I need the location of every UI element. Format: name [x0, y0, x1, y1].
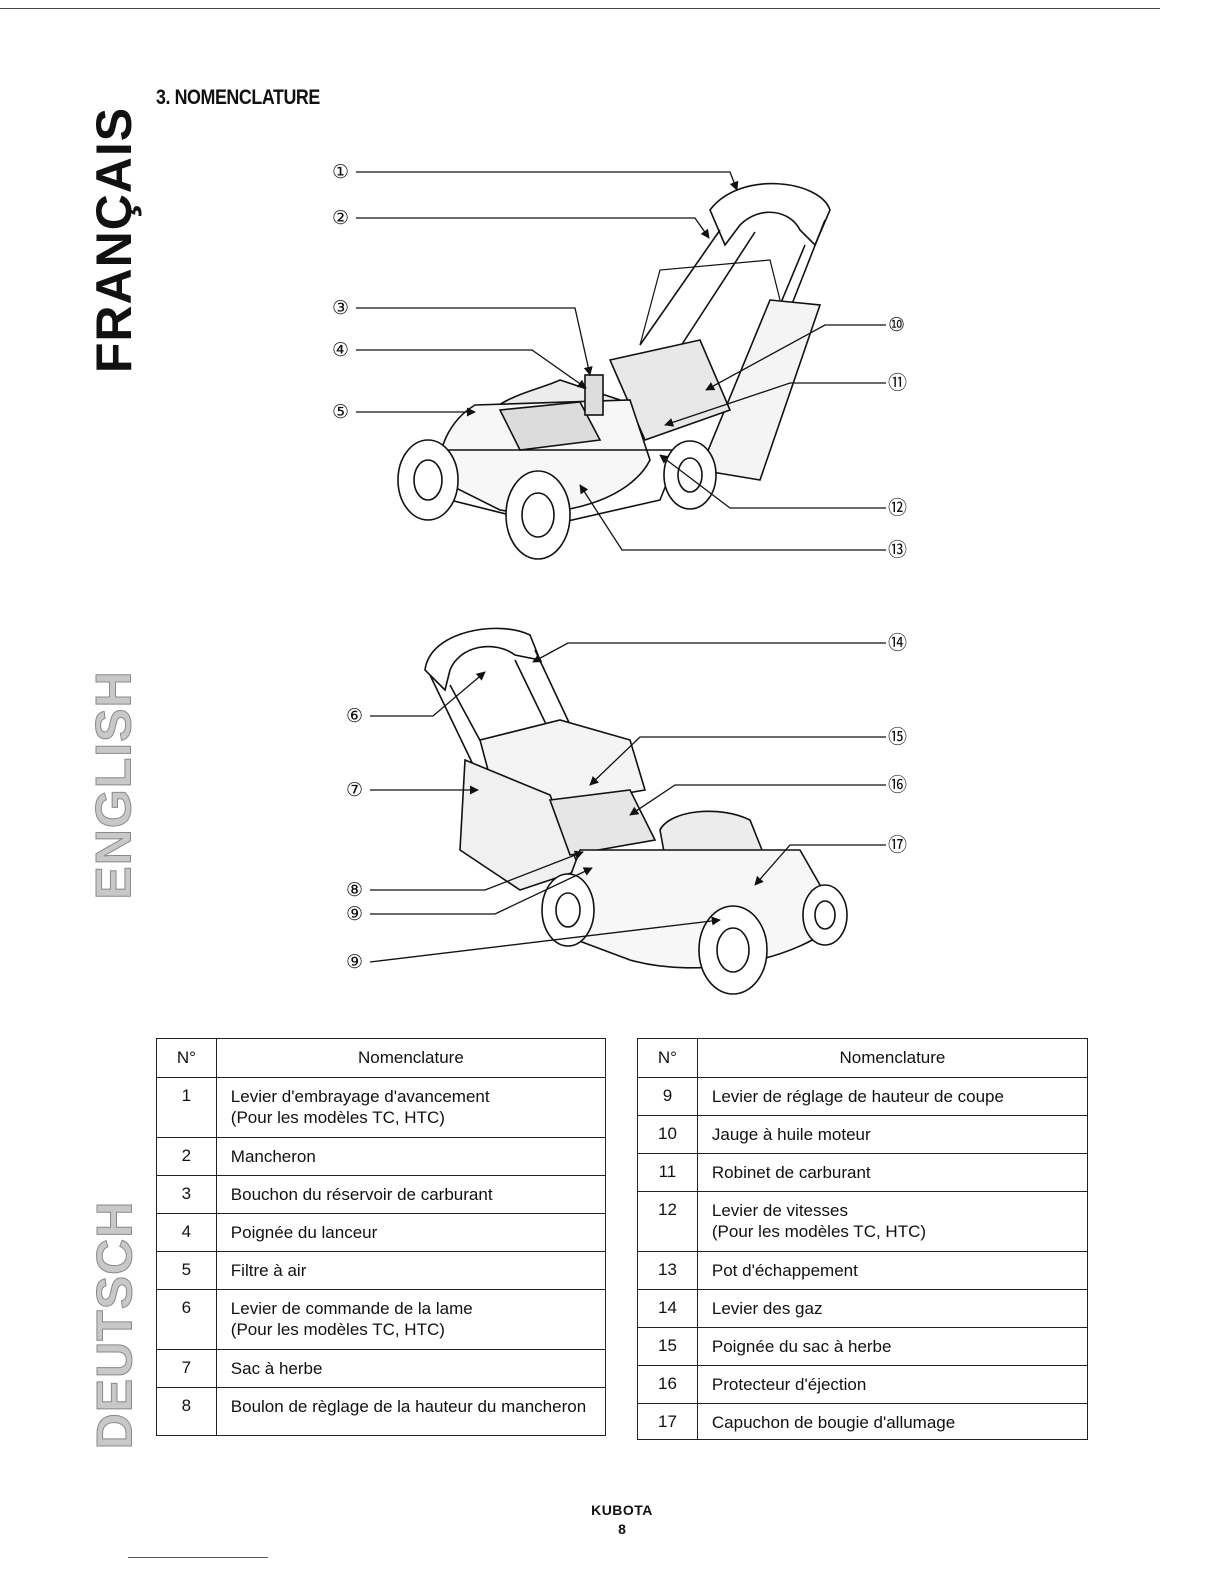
row-name: Pot d'échappement — [696, 1251, 1089, 1290]
callout-15: ⑮ — [888, 726, 907, 748]
table-row: 8 Boulon de règlage de la hauteur du man… — [156, 1387, 607, 1436]
row-num: 15 — [637, 1327, 698, 1366]
callout-11: ⑪ — [888, 372, 907, 394]
table-row: 17 Capuchon de bougie d'allumage — [637, 1403, 1089, 1440]
callout-17: ⑰ — [888, 834, 907, 856]
row-num: 5 — [156, 1251, 217, 1290]
row-num: 12 — [637, 1191, 698, 1252]
row-num: 17 — [637, 1403, 698, 1440]
row-num: 1 — [156, 1077, 217, 1138]
row-name: Levier des gaz — [696, 1289, 1089, 1328]
table-header-row: N° Nomenclature — [156, 1038, 607, 1078]
callout-4: ④ — [332, 340, 349, 361]
row-num: 13 — [637, 1251, 698, 1290]
row-num: 2 — [156, 1137, 217, 1176]
row-name: Capuchon de bougie d'allumage — [696, 1403, 1089, 1440]
callout-9b: ⑨ — [346, 952, 363, 973]
row-name: Levier de commande de la lame(Pour les m… — [215, 1289, 607, 1350]
row-name: Filtre à air — [215, 1251, 607, 1290]
row-name: Jauge à huile moteur — [696, 1115, 1089, 1154]
row-name: Levier de réglage de hauteur de coupe — [696, 1077, 1089, 1116]
row-num: 9 — [637, 1077, 698, 1116]
table-row: 6 Levier de commande de la lame(Pour les… — [156, 1289, 607, 1350]
row-num: 16 — [637, 1365, 698, 1404]
row-num: 11 — [637, 1153, 698, 1192]
row-num: 6 — [156, 1289, 217, 1350]
table-row: 11 Robinet de carburant — [637, 1153, 1089, 1192]
row-name: Boulon de règlage de la hauteur du manch… — [215, 1387, 607, 1436]
table-row: 12 Levier de vitesses(Pour les modèles T… — [637, 1191, 1089, 1252]
row-num: 8 — [156, 1387, 217, 1436]
table-row: 3 Bouchon du réservoir de carburant — [156, 1175, 607, 1214]
bottom-rule — [128, 1557, 268, 1558]
callout-14: ⑭ — [888, 632, 907, 654]
mower-front-view — [397, 182, 831, 560]
table-row: 5 Filtre à air — [156, 1251, 607, 1290]
callout-5: ⑤ — [332, 402, 349, 423]
table-row: 10 Jauge à huile moteur — [637, 1115, 1089, 1154]
callout-9a: ⑨ — [346, 904, 363, 925]
row-name: Bouchon du réservoir de carburant — [215, 1175, 607, 1214]
page-number: 8 — [618, 1521, 626, 1537]
lawnmower-diagram: ① ② ③ ④ ⑤ ⑩ ⑪ ⑫ ⑬ ⑥ ⑦ ⑧ ⑨ ⑨ ⑭ ⑮ ⑯ ⑰ — [300, 150, 940, 1010]
table-row: 7 Sac à herbe — [156, 1349, 607, 1388]
table-row: 2 Mancheron — [156, 1137, 607, 1176]
table-row: 1 Levier d'embrayage d'avancement(Pour l… — [156, 1077, 607, 1138]
table-row: 14 Levier des gaz — [637, 1289, 1089, 1328]
row-num: 14 — [637, 1289, 698, 1328]
header-name: Nomenclature — [215, 1038, 607, 1078]
table-header-row: N° Nomenclature — [637, 1038, 1089, 1078]
language-tab-german: DEUTSCH — [86, 1200, 143, 1450]
callout-1: ① — [332, 162, 349, 183]
header-num: N° — [156, 1038, 217, 1078]
callout-8: ⑧ — [346, 880, 363, 901]
row-name: Poignée du lanceur — [215, 1213, 607, 1252]
callout-3: ③ — [332, 298, 349, 319]
callout-16: ⑯ — [888, 774, 907, 796]
row-num: 7 — [156, 1349, 217, 1388]
section-title: 3. NOMENCLATURE — [156, 86, 320, 109]
row-name: Levier de vitesses(Pour les modèles TC, … — [696, 1191, 1089, 1252]
callout-2: ② — [332, 208, 349, 229]
row-name: Protecteur d'éjection — [696, 1365, 1089, 1404]
callout-13: ⑬ — [888, 539, 907, 561]
row-name: Robinet de carburant — [696, 1153, 1089, 1192]
callout-7: ⑦ — [346, 780, 363, 801]
language-tab-english: ENGLISH — [86, 670, 143, 900]
row-num: 10 — [637, 1115, 698, 1154]
row-name: Mancheron — [215, 1137, 607, 1176]
top-rule — [0, 8, 1160, 9]
footer-brand: KUBOTA — [591, 1502, 653, 1518]
row-name: Poignée du sac à herbe — [696, 1327, 1089, 1366]
mower-rear-view — [424, 627, 848, 995]
table-row: 4 Poignée du lanceur — [156, 1213, 607, 1252]
header-name: Nomenclature — [696, 1038, 1089, 1078]
row-name: Levier d'embrayage d'avancement(Pour les… — [215, 1077, 607, 1138]
nomenclature-table-right: N° Nomenclature 9 Levier de réglage de h… — [637, 1038, 1089, 1440]
callout-6: ⑥ — [346, 706, 363, 727]
callout-10: ⑩ — [888, 315, 905, 336]
nomenclature-table-left: N° Nomenclature 1 Levier d'embrayage d'a… — [156, 1038, 607, 1436]
row-num: 3 — [156, 1175, 217, 1214]
callout-12: ⑫ — [888, 497, 907, 519]
table-row: 13 Pot d'échappement — [637, 1251, 1089, 1290]
table-row: 16 Protecteur d'éjection — [637, 1365, 1089, 1404]
row-name: Sac à herbe — [215, 1349, 607, 1388]
header-num: N° — [637, 1038, 698, 1078]
table-row: 15 Poignée du sac à herbe — [637, 1327, 1089, 1366]
table-row: 9 Levier de réglage de hauteur de coupe — [637, 1077, 1089, 1116]
language-tab-french: FRANÇAIS — [86, 106, 143, 374]
row-num: 4 — [156, 1213, 217, 1252]
